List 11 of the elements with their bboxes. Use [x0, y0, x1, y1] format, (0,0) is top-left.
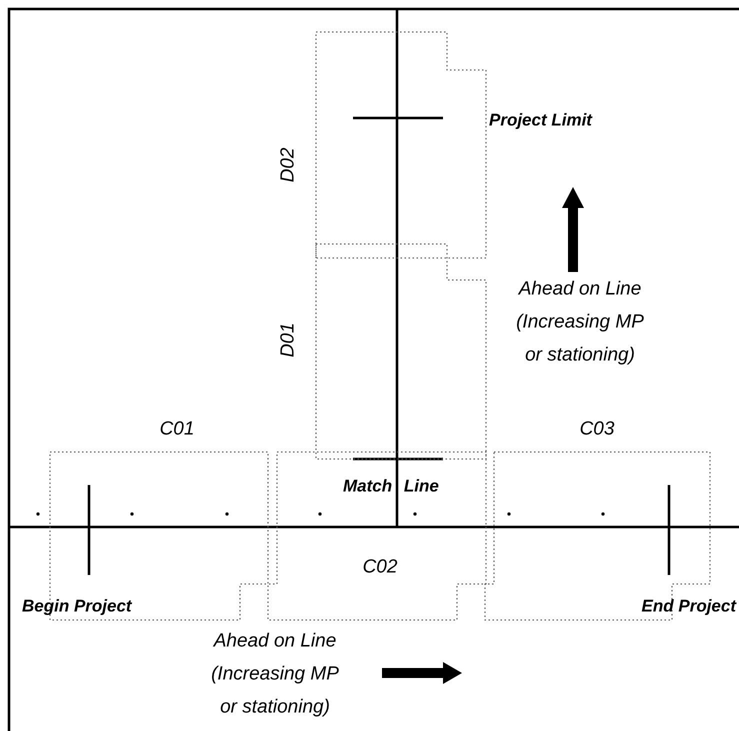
callout-label: Project Limit [489, 112, 592, 128]
sheet-label: D02 [278, 148, 298, 182]
callout-label: End Project [642, 598, 736, 614]
callout-label: Begin Project [22, 598, 132, 614]
sheet-label: C01 [160, 420, 194, 438]
sheet-label: D01 [278, 322, 298, 358]
sheet-label: C02 [362, 558, 398, 576]
direction-note: Ahead on Line (Increasing MP or stationing) [210, 630, 340, 720]
direction-note: Ahead on Line (Increasing MP or stationing) [515, 278, 645, 368]
callout-label: Match Line [343, 478, 439, 494]
sheet-label: C03 [580, 420, 614, 438]
